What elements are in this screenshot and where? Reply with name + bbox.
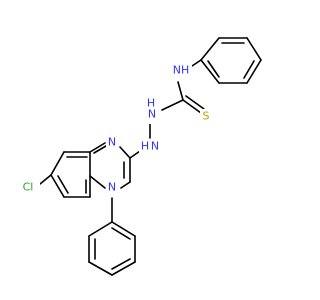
atom-label-nh-top: NH [170, 63, 192, 77]
phenyl-ring-top [200, 37, 262, 84]
sulfur-label: S [203, 110, 210, 123]
atom-label-sulfur: S [200, 109, 212, 123]
pyrimidine-ring [89, 142, 131, 189]
molecule-structure: NH H N H N S N N Cl [18, 37, 262, 276]
chloro-substituent [39, 174, 52, 185]
atom-label-chlorine: Cl [18, 180, 40, 194]
nh-label: NH [173, 64, 190, 77]
atom-label-n-ring-bottom: N [106, 180, 118, 194]
phenyl-ring-bottom [88, 197, 136, 276]
benzo-ring [50, 151, 91, 198]
atom-label-n-hydrazine-lower: H N [139, 139, 163, 153]
atom-label-n-hydrazine-upper: H N [144, 97, 160, 124]
hydrazine-n-lower: N [151, 140, 159, 153]
atom-label-n-ring-top: N [106, 135, 118, 149]
chlorine-label: Cl [23, 181, 34, 194]
ring-nitrogen-top: N [108, 136, 116, 149]
hydrazine-n-upper: N [148, 108, 156, 121]
hydrazine-h-lower: H [141, 140, 149, 153]
ring-nitrogen-bottom: N [108, 181, 116, 194]
hydrazine-h-upper: H [147, 97, 155, 110]
molecule-drawing: NH H N H N S N N Cl [18, 37, 262, 276]
